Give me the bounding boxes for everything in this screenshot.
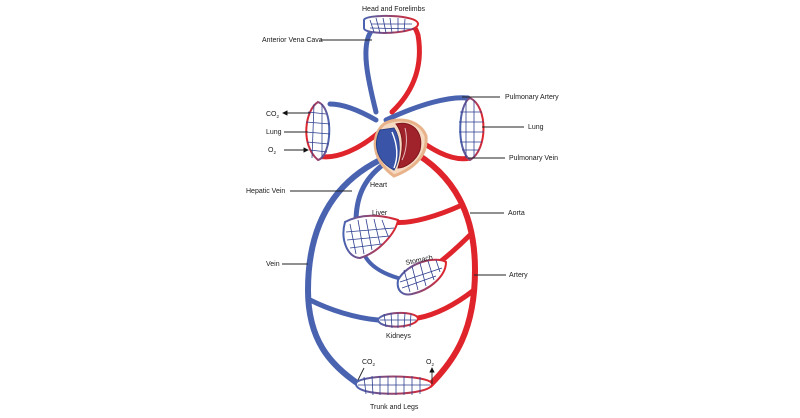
- label-head-forelimbs: Head and Forelimbs: [362, 6, 426, 13]
- heart: [373, 118, 428, 178]
- stomach-capillary-bed: [396, 258, 448, 296]
- label-pulmonary-artery: Pulmonary Artery: [505, 94, 559, 101]
- label-o2-bottom: O2: [426, 359, 434, 367]
- label-co2-left: CO2: [266, 111, 280, 119]
- label-aorta: Aorta: [508, 210, 525, 217]
- label-o2-left: O2: [268, 147, 276, 155]
- systemic-vessels: [304, 147, 479, 388]
- leader-lines: [282, 39, 524, 384]
- label-hepatic-vein: Hepatic Vein: [246, 188, 285, 195]
- label-trunk-legs: Trunk and Legs: [370, 404, 419, 411]
- label-vein: Vein: [266, 261, 280, 268]
- left-lung-circuit: [305, 100, 387, 162]
- trunk-legs-capillary-bed: [354, 375, 434, 396]
- label-anterior-vena-cava: Anterior Vena Cava: [262, 37, 323, 44]
- label-co2-bottom: CO2: [362, 359, 376, 367]
- label-lung-right: Lung: [528, 124, 544, 131]
- label-pulmonary-vein: Pulmonary Vein: [509, 155, 558, 162]
- label-lung-left: Lung: [266, 129, 282, 136]
- labels: Head and Forelimbs Anterior Vena Cava Pu…: [246, 6, 559, 411]
- head-forelimbs-circuit: [363, 14, 422, 115]
- label-kidneys: Kidneys: [386, 333, 411, 340]
- label-heart: Heart: [370, 182, 387, 189]
- label-liver: Liver: [372, 210, 388, 217]
- kidneys-capillary-bed: [376, 312, 420, 329]
- label-artery: Artery: [509, 272, 528, 279]
- liver-capillary-bed: [342, 214, 400, 260]
